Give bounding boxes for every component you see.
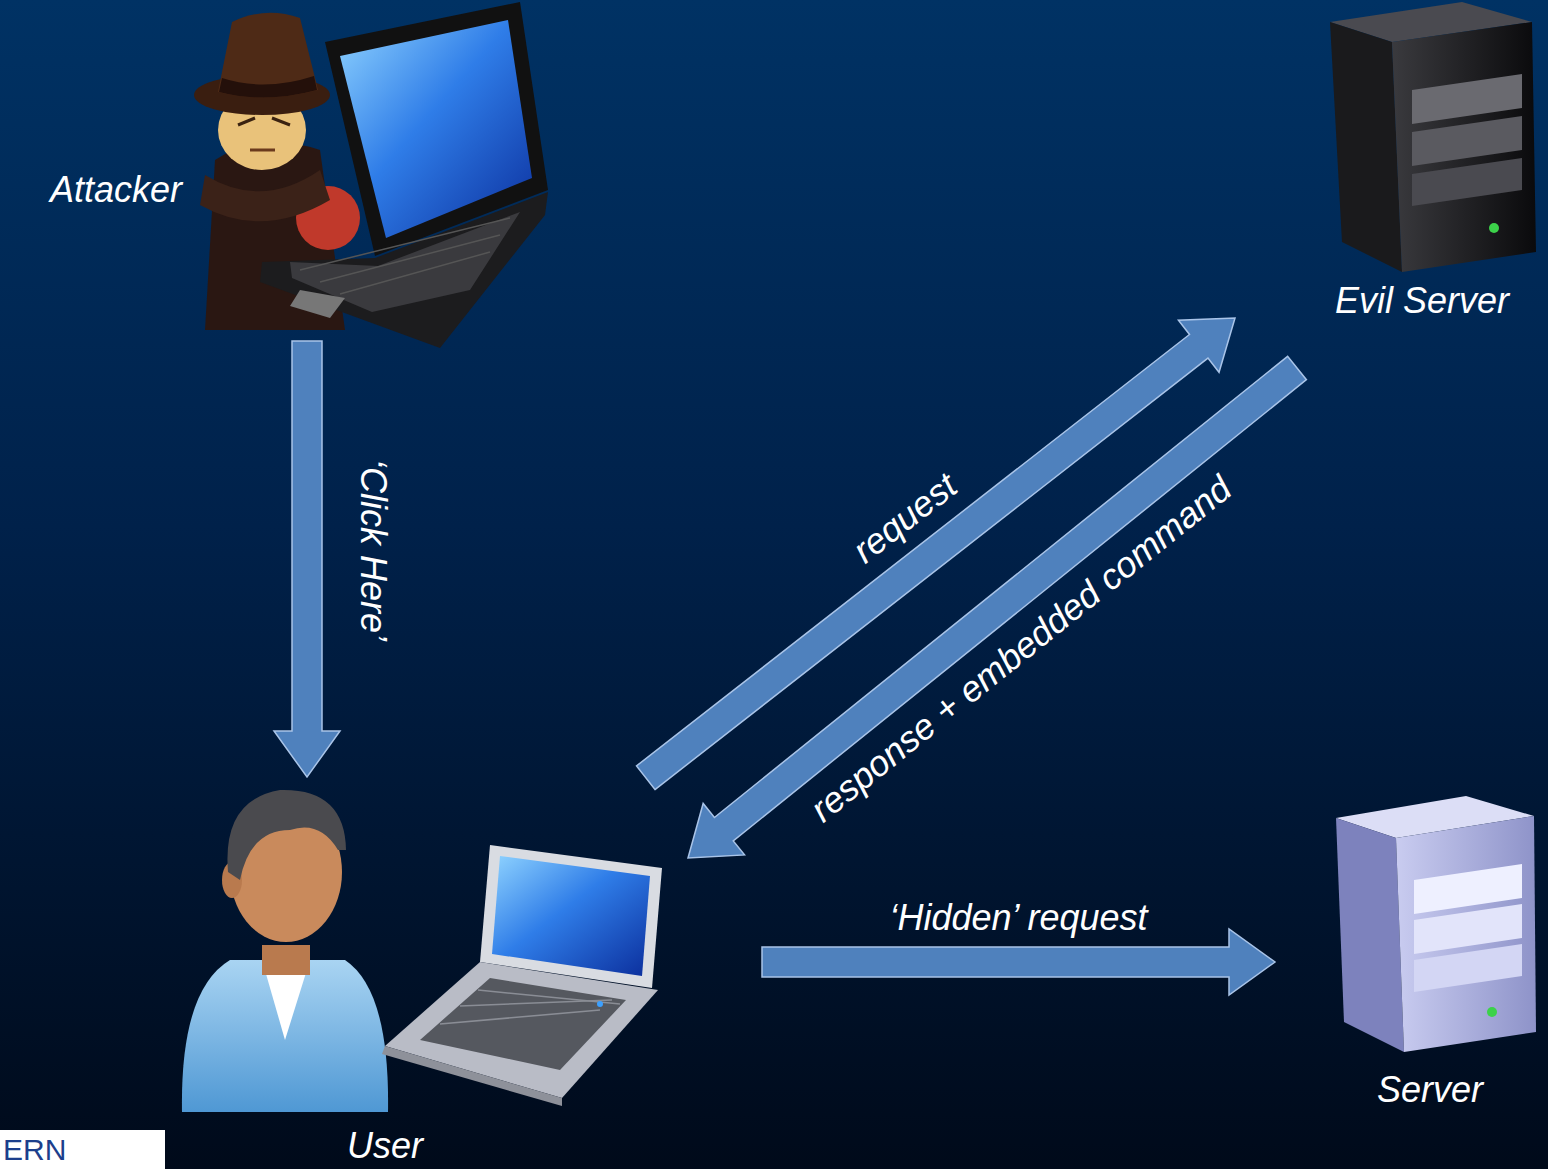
actor-node: User [170,778,670,1169]
edge-label: ‘Hidden’ request [889,898,1147,938]
logo-text: ERN [0,1130,165,1169]
edge-label: ‘Click Here’ [353,459,393,641]
server-icon [1336,796,1536,1052]
server-node: Server [1315,790,1545,1120]
node-label: Attacker [50,170,182,210]
node-label: Server [1377,1070,1483,1110]
block-arrow [274,341,340,777]
block-arrow [762,929,1275,995]
server-node: Evil Server [1300,5,1545,325]
actor-node: Attacker [40,10,550,340]
node-label: User [347,1126,423,1166]
node-label: Evil Server [1335,281,1509,321]
evil-server-icon [1330,2,1536,272]
attacker-icon [194,2,548,348]
user-icon [182,790,662,1112]
block-arrow [688,356,1306,858]
